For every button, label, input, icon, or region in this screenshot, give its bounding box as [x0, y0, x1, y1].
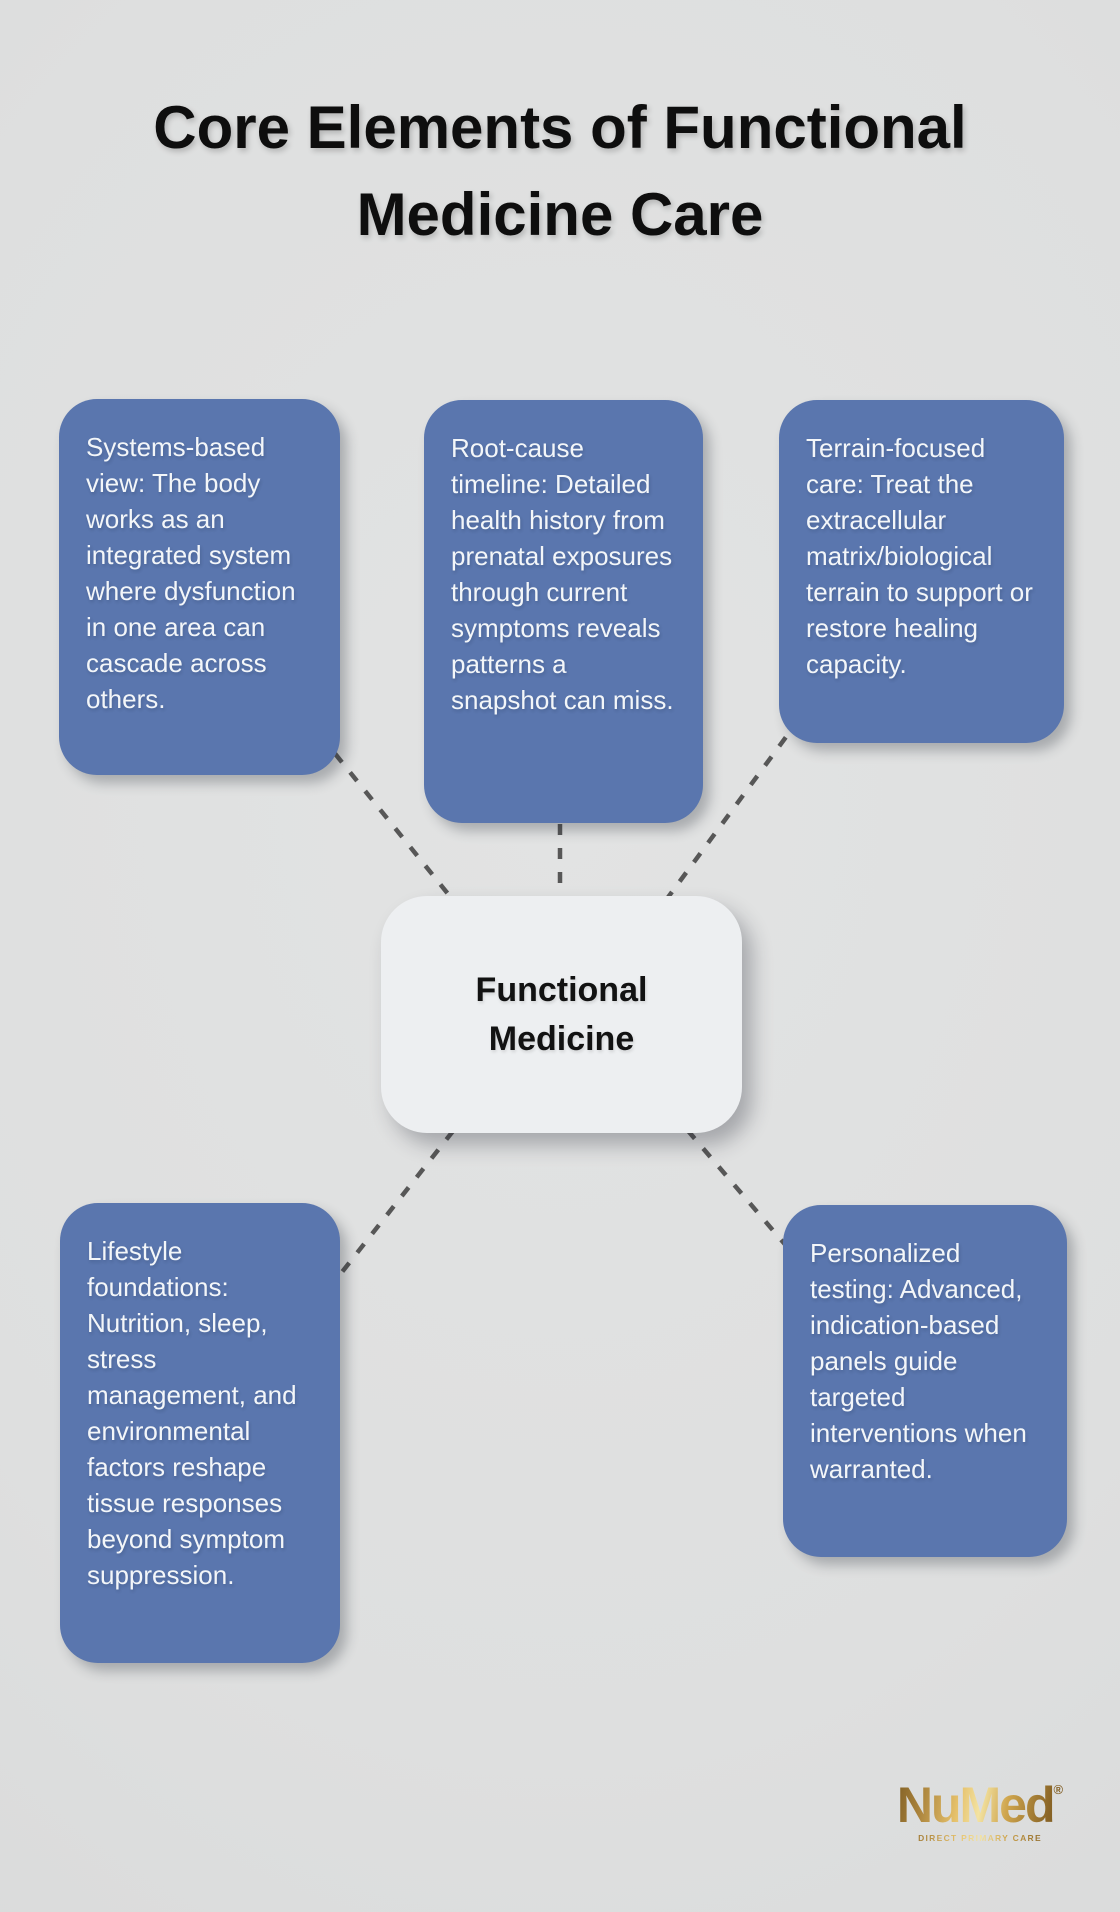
- page-title-line-1: Core Elements of Functional: [153, 94, 967, 161]
- node-root-cause-timeline-text: Root-cause timeline: Detailed health his…: [451, 433, 674, 715]
- node-root-cause-timeline: Root-cause timeline: Detailed health his…: [424, 400, 703, 823]
- page-title: Core Elements of Functional Medicine Car…: [80, 84, 1040, 258]
- node-systems-based-view-text: Systems-based view: The body works as an…: [86, 432, 296, 714]
- connector-center-to-lifestyle: [318, 1110, 470, 1302]
- page-title-line-2: Medicine Care: [356, 181, 764, 248]
- node-terrain-focused-care: Terrain-focused care: Treat the extracel…: [779, 400, 1064, 743]
- node-lifestyle-foundations: Lifestyle foundations: Nutrition, sleep,…: [60, 1203, 340, 1663]
- center-node-label: Functional Medicine: [476, 966, 648, 1063]
- registered-trademark-icon: ®: [1053, 1782, 1064, 1797]
- center-node-functional-medicine: Functional Medicine: [381, 896, 742, 1133]
- center-node-label-line-2: Medicine: [488, 1019, 635, 1058]
- center-node-label-line-1: Functional: [475, 971, 648, 1010]
- numed-logo-tagline: DIRECT PRIMARY CARE: [888, 1833, 1072, 1843]
- node-lifestyle-foundations-text: Lifestyle foundations: Nutrition, sleep,…: [87, 1236, 297, 1590]
- connector-systems-to-center: [318, 733, 467, 917]
- numed-logo: NuMed® DIRECT PRIMARY CARE: [888, 1778, 1072, 1843]
- node-systems-based-view: Systems-based view: The body works as an…: [59, 399, 340, 775]
- connector-terrain-to-center: [653, 716, 802, 917]
- node-personalized-testing-text: Personalized testing: Advanced, indicati…: [810, 1238, 1027, 1484]
- node-terrain-focused-care-text: Terrain-focused care: Treat the extracel…: [806, 433, 1033, 679]
- numed-wordmark: NuMed®: [888, 1778, 1072, 1833]
- node-personalized-testing: Personalized testing: Advanced, indicati…: [783, 1205, 1067, 1557]
- numed-wordmark-text: NuMed: [896, 1777, 1054, 1833]
- connector-center-to-testing: [670, 1110, 802, 1264]
